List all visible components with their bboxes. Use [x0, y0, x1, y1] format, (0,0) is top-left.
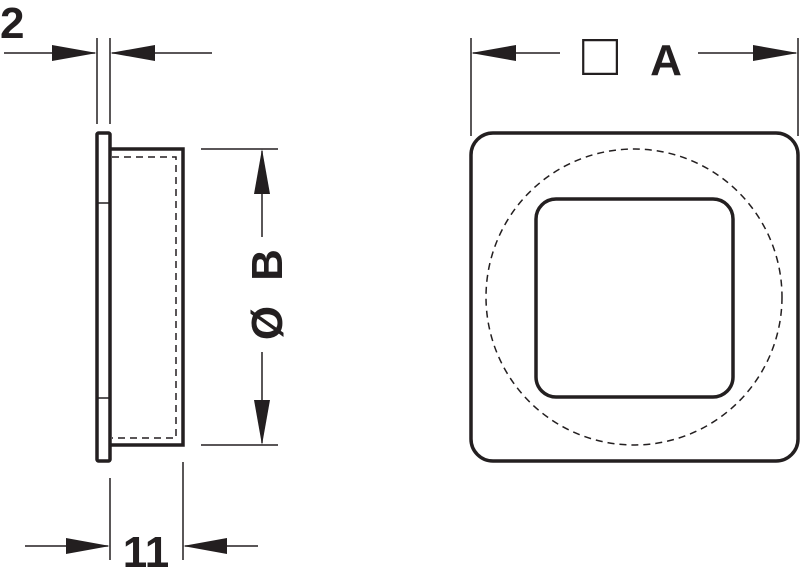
- thickness-value: 2: [0, 0, 24, 48]
- arrow-head: [110, 45, 155, 61]
- side-view-body: [110, 147, 185, 447]
- arrow-head: [66, 538, 110, 554]
- side-view: [95, 131, 185, 463]
- front-view-outer-plate: [469, 131, 800, 463]
- square-symbol: □: [582, 21, 618, 88]
- square-letter: A: [650, 36, 682, 85]
- front-view-grip-recess: [534, 197, 735, 399]
- arrow-head: [471, 45, 516, 61]
- arrow-head: [183, 538, 227, 554]
- arrow-head: [254, 149, 270, 194]
- arrow-head: [52, 45, 97, 61]
- diameter-symbol: Ø: [243, 306, 292, 340]
- front-view: [469, 131, 800, 463]
- side-view-flange: [95, 131, 112, 463]
- front-view-hidden-circle: [485, 148, 783, 446]
- dimension-depth: 11: [25, 462, 258, 567]
- side-view-hidden-edge: [112, 156, 177, 439]
- depth-value: 11: [123, 528, 170, 567]
- dimension-square: □ A: [470, 21, 799, 136]
- dimension-thickness: 2: [0, 0, 212, 124]
- dimension-diameter: Ø B: [201, 148, 292, 446]
- diameter-letter: B: [243, 249, 292, 281]
- arrow-head: [254, 400, 270, 445]
- arrow-head: [753, 45, 798, 61]
